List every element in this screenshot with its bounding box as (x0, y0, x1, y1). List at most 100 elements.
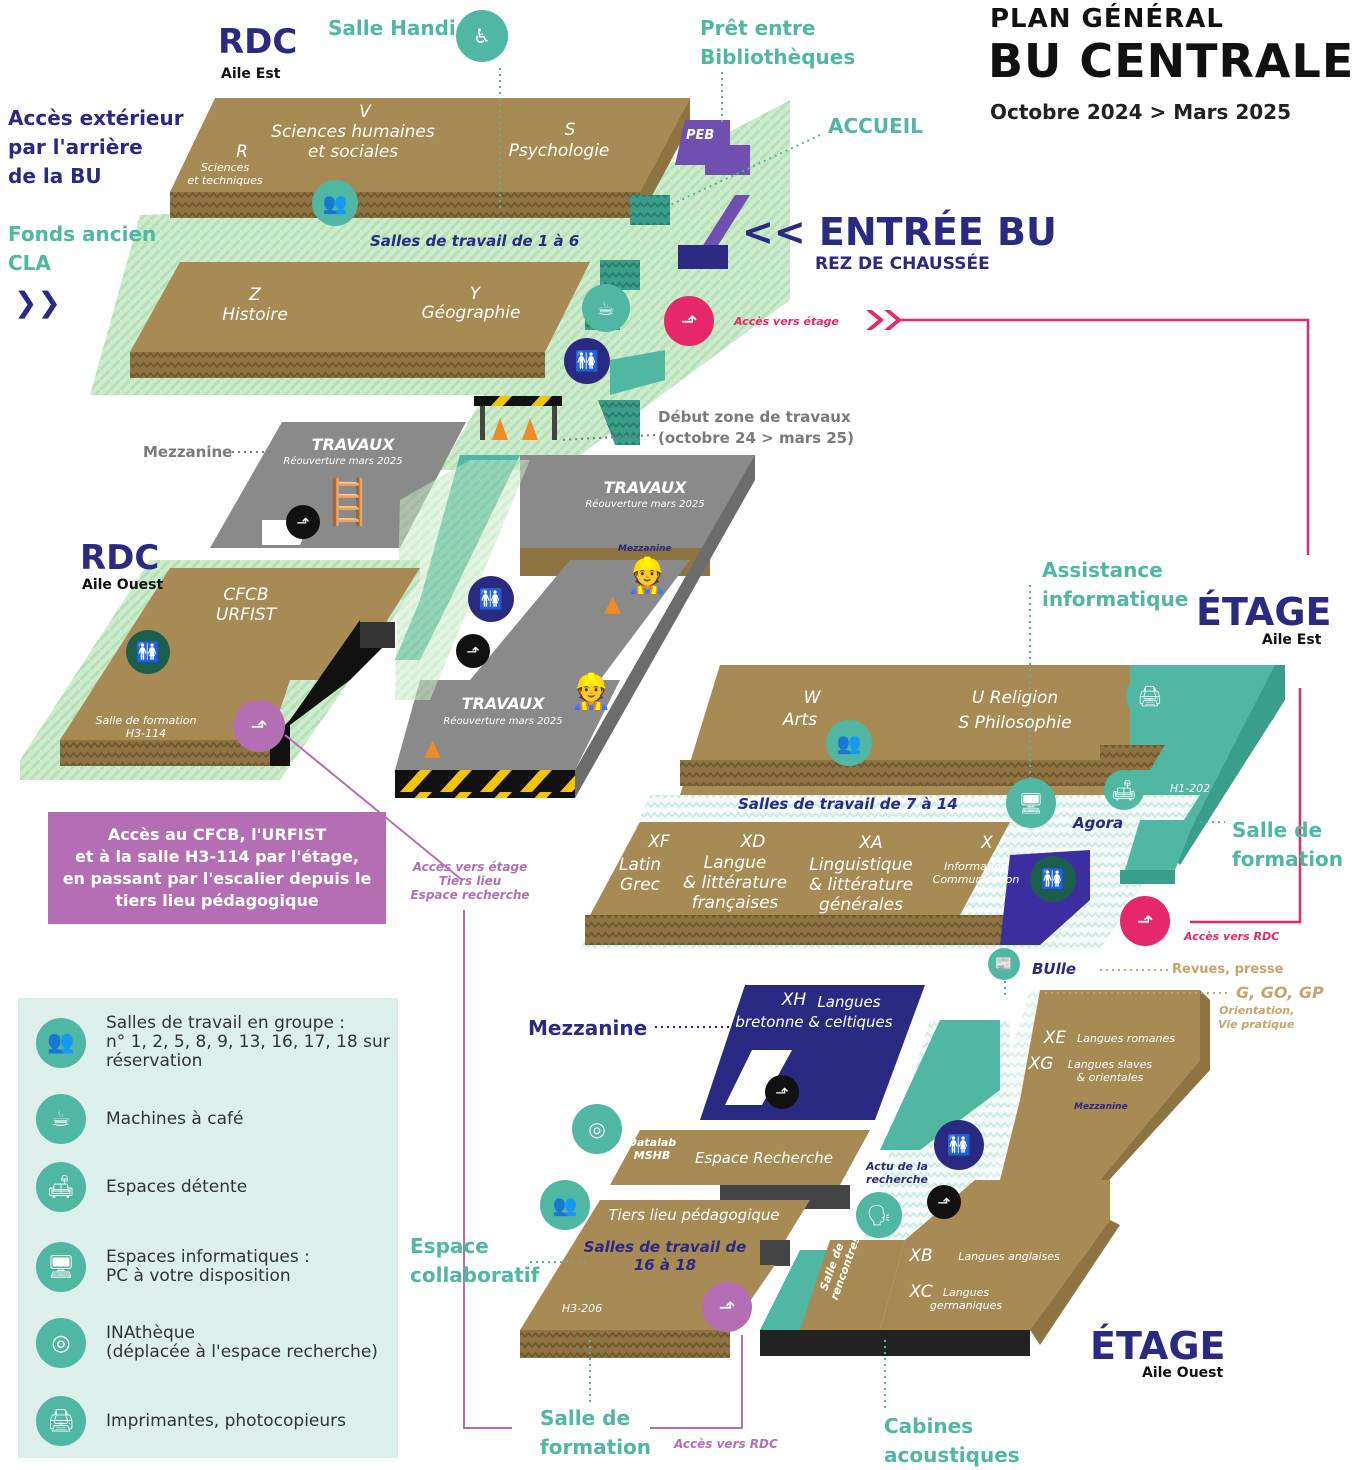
cone-icon: ▲ (604, 592, 621, 617)
film-reel-icon: ◎ (36, 1318, 86, 1368)
travaux-ouest-sub: Réouverture mars 2025 (443, 716, 563, 727)
room-s-philo-name: S Philosophie (958, 713, 1072, 733)
stairs-icon: ⬏ (456, 634, 490, 668)
agora-label: Agora (1073, 814, 1124, 832)
bulle-label: BUlle (1032, 960, 1077, 978)
room-xf-letter: XF (648, 832, 670, 852)
travaux-mezz-sub: Réouverture mars 2025 (283, 456, 403, 467)
salle-handi-label: Salle Handi (328, 16, 456, 40)
rdc-ouest-wing: Aile Ouest (82, 577, 164, 593)
room-xg-name: Langues slaves & orientales (1067, 1058, 1153, 1084)
travaux-est-sub: Réouverture mars 2025 (585, 499, 705, 510)
acces-etage-label: Accès vers étage (734, 315, 839, 328)
entree-sub-label: REZ DE CHAUSSÉE (815, 254, 990, 274)
room-z-letter: Z (249, 285, 261, 305)
room-tiers-lieu: Tiers lieu pédagogique (608, 1206, 780, 1224)
acces-rdc-est-label: Accès vers RDC (1184, 930, 1280, 943)
computer-icon: 🖥 (1006, 778, 1056, 828)
room-r-name: Sciences et techniques (187, 161, 263, 187)
room-espace-recherche: Espace Recherche (694, 1149, 834, 1167)
printer-icon: 🖨 (1126, 672, 1174, 720)
fonds-ancien-label: Fonds ancien CLA (8, 222, 157, 275)
room-h1-202: H1-202 (1169, 782, 1211, 795)
mezzanine-small-label: Mezzanine (1074, 1102, 1128, 1112)
salles-16-18-label: Salles de travail de 16 à 18 (583, 1238, 747, 1274)
worker-icon: 👷 (570, 672, 613, 712)
room-datalab: Datalab MSHB (627, 1136, 677, 1162)
stairs-up-icon[interactable]: ⬏ (233, 700, 285, 752)
stairs-icon: ⬏ (765, 1075, 799, 1109)
room-v-letter: V (359, 102, 371, 122)
accueil-label: ACCUEIL (828, 114, 923, 138)
legend-text: INAthèque (déplacée à l'espace recherche… (106, 1323, 378, 1362)
stairs-up-icon[interactable]: ⬏ (664, 296, 714, 346)
group-work-icon: 👥 (540, 1180, 590, 1230)
travaux-mezz-small: Mezzanine (618, 544, 672, 554)
coffee-icon: ☕ (36, 1094, 86, 1144)
sofa-icon: 🛋 (36, 1162, 86, 1212)
g-go-gp-label: G, GO, GP (1236, 983, 1324, 1002)
newspaper-icon: 📰 (988, 948, 1020, 980)
room-h3-206: H3-206 (561, 1302, 603, 1315)
room-formation-h3-114: Salle de formation H3-114 (95, 714, 197, 740)
room-xf-name: Latin Grec (618, 855, 662, 895)
etage-ouest-title: ÉTAGE (1090, 1324, 1226, 1368)
travaux-est-label: TRAVAUX (603, 478, 687, 497)
room-xe-letter: XE (1043, 1028, 1067, 1048)
legend-text: Imprimantes, photocopieurs (106, 1410, 346, 1431)
acoustic-cabin-icon: 🗣 (856, 1192, 902, 1238)
travaux-mezz-label: TRAVAUX (311, 435, 395, 454)
actu-recherche-label: Actu de la recherche (866, 1160, 928, 1186)
room-w-letter: W (803, 688, 821, 708)
room-v-name: Sciences humaines et sociales (271, 122, 435, 162)
entree-label: << ENTRÉE BU (742, 210, 1057, 254)
restroom-icon: 🚻 (934, 1120, 984, 1170)
room-xc-letter: XC (909, 1282, 933, 1302)
mezzanine-rdc-label: Mezzanine (143, 443, 233, 461)
group-work-icon: 👥 (826, 720, 872, 766)
stairs-icon: ⬏ (286, 505, 320, 539)
acces-rdc-ouest-label: Accès vers RDC (674, 1437, 778, 1451)
cfcb-access-text: Accès au CFCB, l'URFIST et à la salle H3… (62, 825, 372, 910)
room-xb-letter: XB (909, 1246, 933, 1266)
acces-exterieur-label: Accès extérieur par l'arrière de la BU (8, 106, 184, 188)
cfcb-access-banner: Accès au CFCB, l'URFIST et à la salle H3… (48, 812, 386, 924)
room-cfcb-urfist: CFCB URFIST (215, 585, 277, 625)
room-xg-letter: XG (1028, 1054, 1054, 1074)
cabines-label: Cabines acoustiques (884, 1414, 1020, 1467)
peb-label: PEB (686, 128, 715, 143)
stairs-icon: ⬏ (927, 1185, 961, 1219)
group-work-icon: 👥 (312, 180, 358, 226)
pret-label: Prêt entre Bibliothèques (700, 16, 856, 69)
stairs-down-icon[interactable]: ⬏ (1120, 896, 1170, 946)
rdc-ouest-title: RDC (80, 538, 160, 578)
travaux-ouest-label: TRAVAUX (461, 694, 545, 713)
legend-item: ◎ INAthèque (déplacée à l'espace recherc… (18, 1318, 378, 1368)
room-x-name: Information Communication (932, 860, 1020, 886)
rdc-est-wing: Aile Est (221, 66, 281, 82)
room-y-name: Géographie (421, 303, 521, 323)
room-x-letter: X (981, 833, 993, 853)
legend-item: 👥 Salles de travail en groupe : n° 1, 2,… (18, 1014, 390, 1071)
page-title: BU CENTRALE (988, 34, 1354, 88)
room-u-name: U Religion (971, 688, 1059, 708)
plan-label: PLAN GÉNÉRAL (990, 4, 1224, 34)
restroom-icon: 🚻 (126, 630, 170, 674)
etage-ouest-wing: Aile Ouest (1142, 1365, 1224, 1381)
room-xd-letter: XD (740, 832, 766, 852)
group-work-icon: 👥 (36, 1017, 86, 1068)
restroom-icon: 🚻 (468, 576, 514, 622)
room-s-name: Psychologie (508, 141, 610, 161)
room-xe-name: Langues romanes (1077, 1032, 1175, 1045)
wheelchair-icon: ♿ (456, 10, 508, 62)
orientation-label: Orientation, Vie pratique (1218, 1004, 1295, 1031)
stairs-down-icon[interactable]: ⬏ (702, 1282, 752, 1332)
etage-est-title: ÉTAGE (1196, 590, 1332, 634)
room-xb-name: Langues anglaises (958, 1250, 1060, 1263)
printer-icon: 🖨 (36, 1396, 86, 1446)
ladder-icon: 🪜 (320, 477, 375, 528)
salles-1-6-label: Salles de travail de 1 à 6 (370, 232, 580, 250)
salles-7-14-label: Salles de travail de 7 à 14 (738, 795, 958, 813)
date-range: Octobre 2024 > Mars 2025 (990, 100, 1292, 124)
